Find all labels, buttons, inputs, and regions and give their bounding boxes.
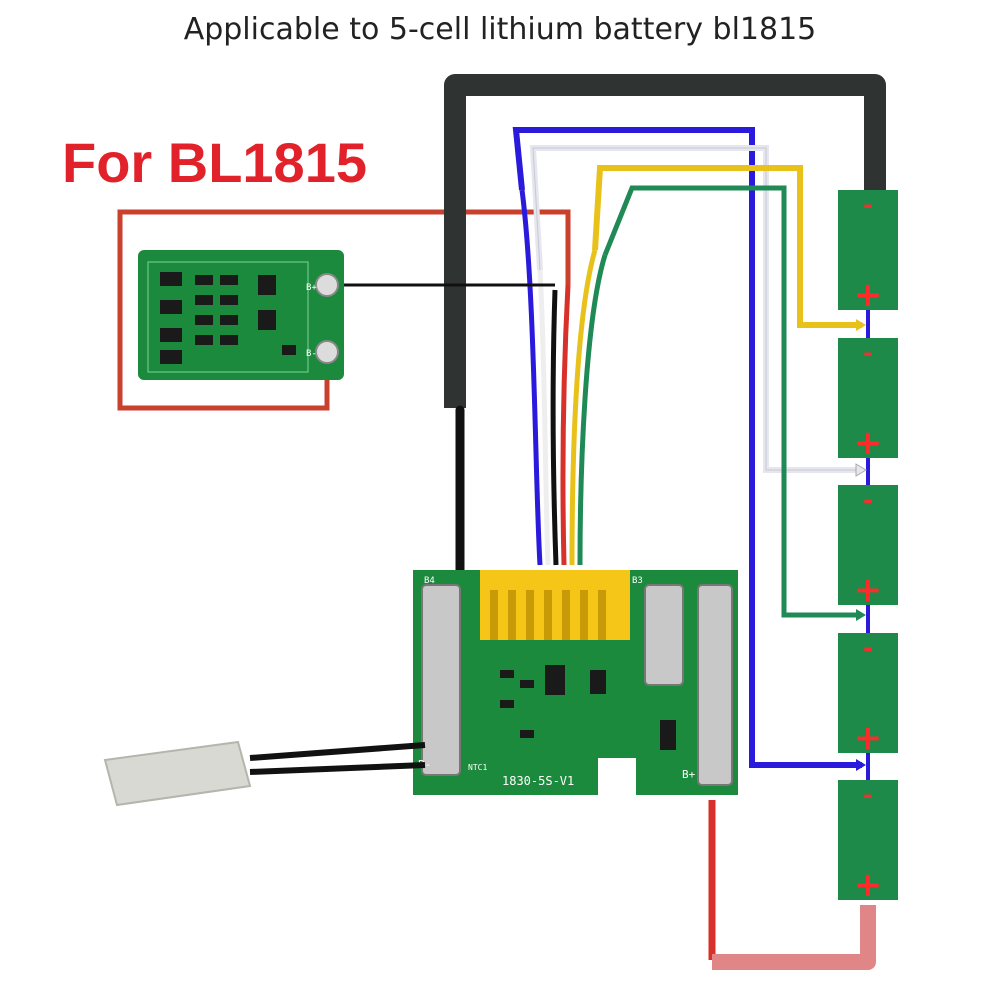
green-wire [602,185,862,618]
terminal-bplus [697,584,733,786]
mini-board-minus-pad [315,340,339,364]
main-board: 1830-5S-V1 B- B+ B4 B3 NTC1 [413,570,738,798]
board-b3-label: B3 [632,576,643,586]
cell-2 [838,338,898,458]
plus-icon: + [854,865,883,905]
wire-arrows [855,319,867,771]
cell-1 [838,190,898,310]
yellow-wire [592,165,862,328]
cell-4 [838,633,898,753]
plus-icon: + [854,570,883,610]
mini-board: B+ B- [138,250,344,380]
cell-3 [838,485,898,605]
red-frame-wire [117,209,571,411]
plus-icon: + [854,718,883,758]
blue-wire [512,127,862,768]
mini-board-plus-pad [315,273,339,297]
mini-board-bplus-label: B+ [306,283,317,293]
board-silkscreen: 1830-5S-V1 [502,774,574,788]
white-wire-outline [532,147,862,471]
board-ntc-label: NTC1 [468,763,487,772]
pink-wire [712,905,876,970]
model-label: For BL1815 [62,131,367,194]
minus-icon: - [863,339,873,367]
minus-icon: - [863,486,873,514]
black-main-wire [444,74,886,408]
plus-icon: + [854,423,883,463]
cell-stack: - - - - - + + + + + [838,190,898,905]
board-b4-label: B4 [424,576,435,586]
board-bplus-label: B+ [682,768,696,781]
mini-board-bminus-label: B- [306,349,317,359]
terminal-bminus [421,584,461,776]
cell-5 [838,780,898,900]
plus-icon: + [854,275,883,315]
minus-icon: - [863,634,873,662]
diagram-title: Applicable to 5-cell lithium battery bl1… [183,12,817,47]
balance-connector [480,570,630,640]
terminal-b3 [644,584,684,686]
wire-bundle [519,189,608,566]
minus-icon: - [863,191,873,219]
minus-icon: - [863,781,873,809]
ntc-sensor [103,740,426,807]
